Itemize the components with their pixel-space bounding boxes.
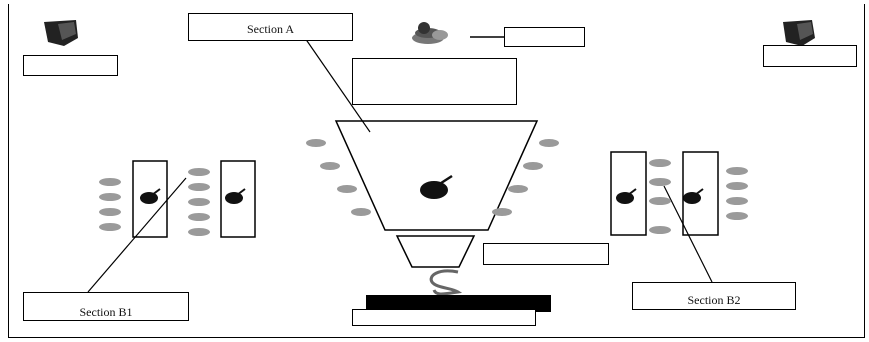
- seat: [99, 208, 121, 216]
- seat: [508, 185, 528, 193]
- seat: [649, 159, 671, 167]
- seat: [649, 178, 671, 186]
- section-b1-box-left: [132, 160, 168, 238]
- seat: [188, 198, 210, 206]
- section-b2-box-right: [682, 151, 719, 236]
- seats-section-b1: [99, 168, 210, 236]
- seat: [188, 213, 210, 221]
- seat: [649, 226, 671, 234]
- section-b1-label: Section B1: [23, 292, 189, 321]
- seat: [726, 167, 748, 175]
- speaker-icon-left: [44, 20, 78, 46]
- section-b1-box-right: [220, 160, 256, 238]
- seats-section-a: [306, 139, 559, 216]
- base-bar: [366, 295, 551, 312]
- seat: [539, 139, 559, 147]
- top-center-label: [504, 27, 585, 47]
- seat: [492, 208, 512, 216]
- seat: [188, 228, 210, 236]
- section-b1-leader: [87, 177, 187, 293]
- seat: [351, 208, 371, 216]
- seat: [726, 197, 748, 205]
- seat: [649, 197, 671, 205]
- seat: [306, 139, 326, 147]
- swirl-mark: [429, 269, 463, 296]
- instrument-icon-b1-right: [225, 188, 246, 204]
- diagram-frame: [8, 4, 865, 338]
- seats-section-b2: [649, 159, 748, 234]
- seat: [188, 168, 210, 176]
- section-a-label: Section A: [188, 13, 353, 41]
- seat: [726, 182, 748, 190]
- seat: [320, 162, 340, 170]
- section-b2-leader: [663, 185, 713, 283]
- instrument-icon-b2-left: [616, 188, 637, 204]
- instrument-icon-b1-left: [140, 188, 161, 204]
- section-a-leader: [304, 37, 371, 133]
- speaker-icon-right: [783, 20, 815, 46]
- section-b2-label: Section B2: [632, 282, 796, 310]
- seat: [99, 223, 121, 231]
- podium-area: [395, 235, 476, 268]
- instrument-icon-b2-right: [683, 188, 704, 204]
- section-a-area: [334, 120, 539, 231]
- bottom-center-label: [352, 309, 536, 326]
- seat: [188, 183, 210, 191]
- seat: [99, 193, 121, 201]
- instrument-icon-center: [420, 174, 453, 199]
- recorder-icon: [412, 22, 504, 44]
- top-right-label: [763, 45, 857, 67]
- seat: [726, 212, 748, 220]
- center-right-label: [483, 243, 609, 265]
- seat: [337, 185, 357, 193]
- top-left-label: [23, 55, 118, 76]
- seat: [99, 178, 121, 186]
- seat: [523, 162, 543, 170]
- center-upper-label: [352, 58, 517, 105]
- section-b2-box-left: [610, 151, 647, 236]
